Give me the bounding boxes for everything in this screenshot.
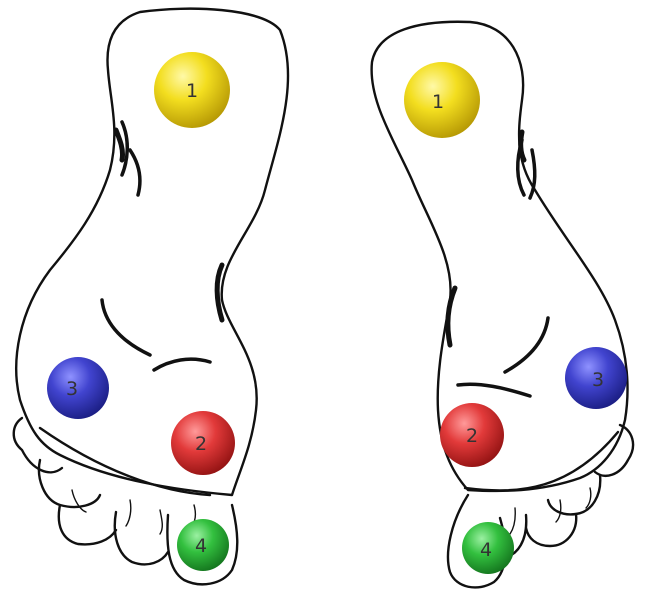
left-foot-outline — [14, 9, 288, 585]
marker-right-3: 3 — [565, 347, 627, 409]
marker-label: 1 — [186, 80, 198, 102]
marker-label: 2 — [466, 425, 478, 447]
marker-left-3: 3 — [47, 357, 109, 419]
marker-right-1: 1 — [404, 62, 480, 138]
marker-right-2: 2 — [440, 403, 504, 467]
marker-label: 4 — [195, 535, 207, 557]
marker-label: 1 — [432, 91, 444, 113]
marker-label: 4 — [480, 539, 492, 561]
marker-label: 3 — [592, 369, 604, 391]
marker-right-4: 4 — [462, 522, 514, 574]
marker-left-2: 2 — [171, 411, 235, 475]
marker-left-1: 1 — [154, 52, 230, 128]
marker-label: 2 — [195, 433, 207, 455]
marker-left-4: 4 — [177, 519, 229, 571]
marker-label: 3 — [66, 378, 78, 400]
